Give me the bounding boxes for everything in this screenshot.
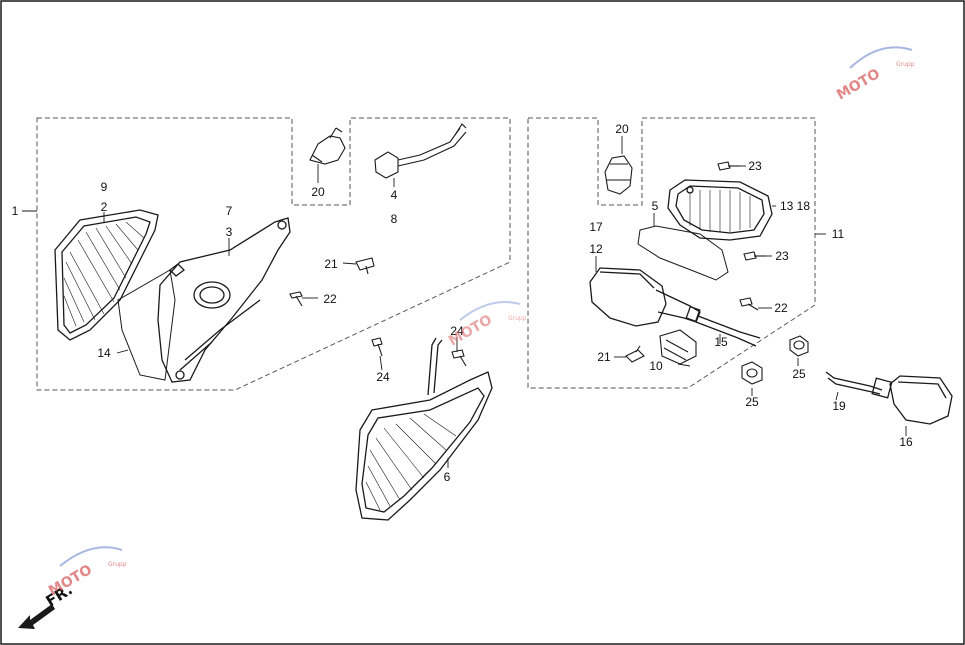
screw-24a (371, 337, 383, 357)
callout-5: 5 (652, 199, 659, 213)
callout-24-left: 24 (376, 370, 390, 384)
front-lens-left (54, 209, 159, 341)
callout-4: 4 (391, 188, 398, 202)
lens-right (667, 179, 773, 241)
left-group-outline (36, 117, 511, 391)
callout-2: 2 (101, 200, 108, 214)
callout-20-right: 20 (615, 122, 629, 136)
callout-24-right: 24 (450, 324, 464, 338)
callout-12: 12 (589, 242, 603, 256)
callout-9: 9 (101, 180, 108, 194)
screw-22b (739, 297, 759, 311)
nut-25b (741, 361, 763, 385)
svg-text:Grupp: Grupp (108, 561, 127, 568)
screw-24b (451, 349, 467, 367)
callout-23-top: 23 (748, 159, 762, 173)
nut-25a (789, 335, 809, 357)
callout-16: 16 (899, 435, 913, 449)
screw-23b (743, 251, 766, 261)
screw-23a (717, 161, 740, 171)
callout-15: 15 (714, 335, 728, 349)
bulb-left (309, 127, 346, 165)
socket-10 (659, 329, 697, 365)
callout-17: 17 (589, 220, 603, 234)
gasket-5 (637, 225, 729, 281)
callout-1: 1 (12, 204, 19, 218)
callout-22-right: 22 (774, 301, 788, 315)
callout-14: 14 (97, 346, 111, 360)
callout-7: 7 (226, 204, 233, 218)
watermark-logo-bottom: MOTO Grupp (46, 546, 127, 599)
rear-signal-16 (825, 371, 953, 425)
callout-8: 8 (391, 212, 398, 226)
bolt-21b (625, 345, 645, 363)
callout-21-left: 21 (324, 257, 338, 271)
callout-25-right: 25 (792, 367, 806, 381)
callout-19: 19 (832, 399, 846, 413)
callout-20-left: 20 (311, 185, 325, 199)
callout-21-right: 21 (597, 350, 611, 364)
signal-lamp-12 (589, 267, 761, 347)
svg-text:MOTO: MOTO (834, 66, 883, 104)
housing-left (157, 217, 291, 383)
right-group-outline (527, 117, 816, 389)
bulb-right (604, 155, 633, 195)
callout-6: 6 (444, 470, 451, 484)
callout-11: 11 (832, 227, 845, 241)
callout-3: 3 (226, 225, 233, 239)
svg-text:MOTO: MOTO (446, 312, 495, 350)
screw-22a (289, 291, 303, 307)
screw-21a (355, 257, 375, 275)
callout-23-bottom: 23 (775, 249, 789, 263)
signal-lamp-6 (355, 337, 493, 521)
socket-harness (374, 123, 467, 179)
svg-text:Grupp: Grupp (896, 61, 915, 68)
callout-10: 10 (649, 359, 663, 373)
watermark-logo-top: MOTO Grupp (834, 46, 915, 104)
callout-25-left: 25 (745, 395, 759, 409)
callout-13-18: 13 18 (780, 199, 810, 213)
svg-text:Grupp: Grupp (508, 315, 527, 322)
callout-22-left: 22 (323, 292, 337, 306)
